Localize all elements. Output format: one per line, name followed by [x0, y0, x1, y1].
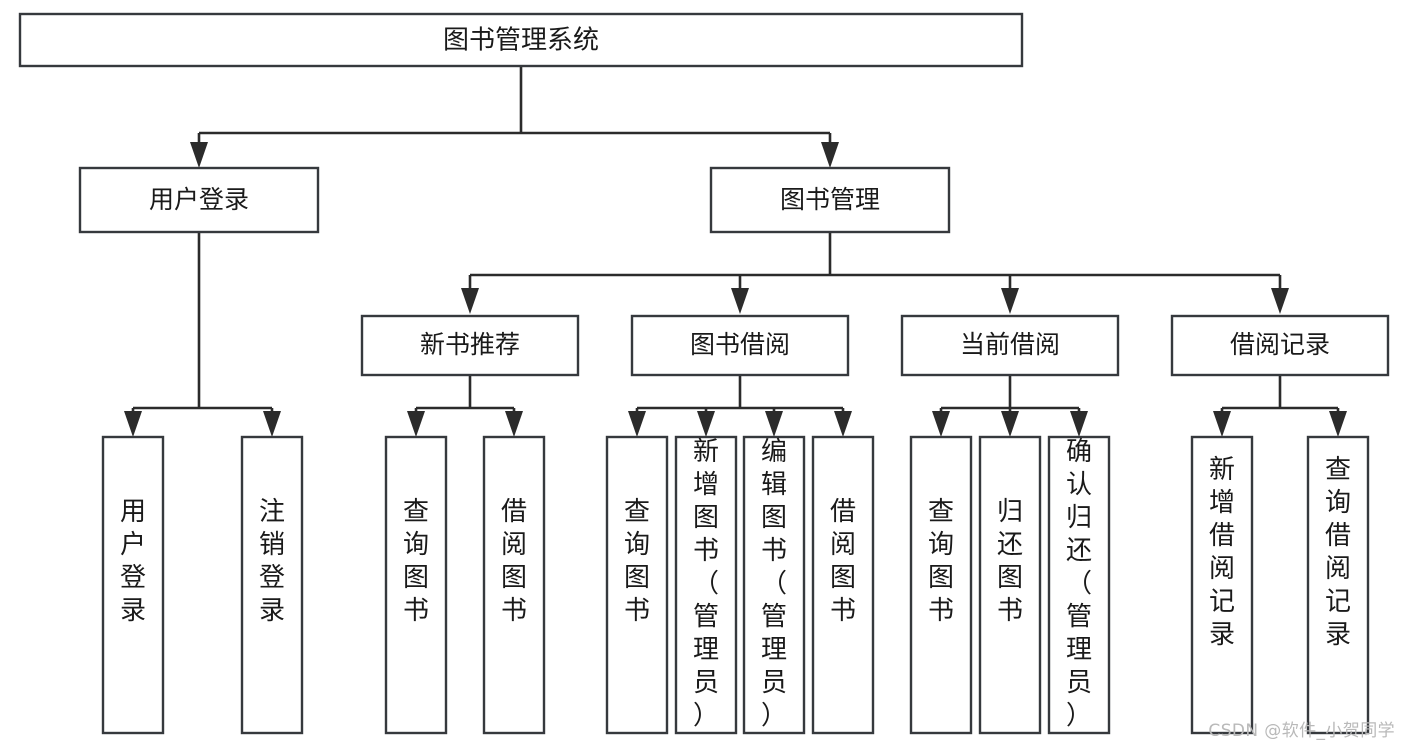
leaf-node[interactable]: 查询借阅记录 — [1306, 435, 1370, 735]
arrow-icon — [1329, 411, 1347, 437]
leaf-node[interactable]: 借阅图书 — [811, 435, 875, 735]
leaf-label: 归还图书 — [997, 497, 1023, 626]
leaf-box[interactable] — [1047, 435, 1111, 735]
arrow-icon — [1001, 411, 1019, 437]
leaf-box[interactable] — [482, 435, 546, 735]
edges-user-login-to-leaves — [124, 232, 281, 437]
leaf-box[interactable] — [909, 435, 973, 735]
leaf-label: 查询图书 — [403, 497, 429, 626]
arrow-icon — [1271, 288, 1289, 314]
node-new-book-recommend-box[interactable] — [360, 314, 580, 377]
arrow-icon — [1213, 411, 1231, 437]
leaf-node[interactable]: 确认归还（管理员） — [1047, 435, 1111, 735]
leaf-box[interactable] — [1190, 435, 1254, 735]
edges-book-borrow-to-leaves — [628, 375, 852, 437]
node-user-login-box[interactable] — [78, 166, 320, 234]
arrow-icon — [834, 411, 852, 437]
node-borrow-record-box[interactable] — [1170, 314, 1390, 377]
node-new-book-recommend[interactable]: 新书推荐 — [360, 314, 580, 377]
edges-book-manage-to-level3 — [461, 232, 1289, 314]
leaf-label: 借阅图书 — [830, 497, 856, 626]
node-user-login[interactable]: 用户登录 — [78, 166, 320, 234]
node-user-login-label: 用户登录 — [149, 185, 249, 214]
node-book-borrow-label: 图书借阅 — [690, 330, 790, 359]
leaf-label: 查询图书 — [928, 497, 954, 626]
edges-current-borrow-to-leaves — [932, 375, 1088, 437]
arrow-icon — [697, 411, 715, 437]
arrow-icon — [190, 142, 208, 168]
leaf-label: 查询借阅记录 — [1325, 455, 1351, 650]
arrow-icon — [461, 288, 479, 314]
leaf-node[interactable]: 查询图书 — [909, 435, 973, 735]
leaf-box[interactable] — [978, 435, 1042, 735]
node-book-borrow-box[interactable] — [630, 314, 850, 377]
leaf-label: 用户登录 — [120, 497, 146, 626]
node-root-box[interactable] — [18, 12, 1024, 68]
leaf-box[interactable] — [674, 435, 738, 735]
leaf-node[interactable]: 归还图书 — [978, 435, 1042, 735]
leaf-label: 确认归还（管理员） — [1066, 437, 1092, 731]
leaf-node[interactable]: 借阅图书 — [482, 435, 546, 735]
leaf-box[interactable] — [384, 435, 448, 735]
leaf-node[interactable]: 编辑图书（管理员） — [742, 435, 806, 735]
arrow-icon — [1070, 411, 1088, 437]
edges-borrow-record-to-leaves — [1213, 375, 1347, 437]
leaf-label: 新增图书（管理员） — [693, 437, 719, 731]
leaf-label: 借阅图书 — [501, 497, 527, 626]
leaf-label: 注销登录 — [259, 497, 285, 626]
csdn-watermark: CSDN @软件_小贺同学 — [1208, 721, 1395, 741]
node-book-borrow[interactable]: 图书借阅 — [630, 314, 850, 377]
arrow-icon — [932, 411, 950, 437]
arrow-icon — [765, 411, 783, 437]
node-current-borrow-box[interactable] — [900, 314, 1120, 377]
leaf-node[interactable]: 新增图书（管理员） — [674, 435, 738, 735]
node-root[interactable]: 图书管理系统 — [18, 12, 1024, 68]
leaf-box[interactable] — [742, 435, 806, 735]
arrow-icon — [505, 411, 523, 437]
leaf-label: 编辑图书（管理员） — [761, 437, 787, 731]
node-borrow-record[interactable]: 借阅记录 — [1170, 314, 1390, 377]
leaf-node[interactable]: 查询图书 — [384, 435, 448, 735]
edges-new-book-to-leaves — [407, 375, 523, 437]
leaf-box[interactable] — [811, 435, 875, 735]
leaf-node[interactable]: 查询图书 — [605, 435, 669, 735]
leaf-node[interactable]: 注销登录 — [240, 435, 304, 735]
node-new-book-recommend-label: 新书推荐 — [420, 330, 520, 359]
node-book-manage-label: 图书管理 — [780, 185, 880, 214]
leaf-node[interactable]: 用户登录 — [101, 435, 165, 735]
leaf-box[interactable] — [101, 435, 165, 735]
node-borrow-record-label: 借阅记录 — [1230, 330, 1330, 359]
node-book-manage-box[interactable] — [709, 166, 951, 234]
node-root-label: 图书管理系统 — [443, 26, 599, 56]
arrow-icon — [263, 411, 281, 437]
arrow-icon — [124, 411, 142, 437]
arrow-icon — [1001, 288, 1019, 314]
leaf-box[interactable] — [240, 435, 304, 735]
arrow-icon — [731, 288, 749, 314]
leaf-label: 查询图书 — [624, 497, 650, 626]
leaf-box[interactable] — [1306, 435, 1370, 735]
arrow-icon — [628, 411, 646, 437]
leaf-label: 新增借阅记录 — [1209, 455, 1235, 650]
leaf-node[interactable]: 新增借阅记录 — [1190, 435, 1254, 735]
arrow-icon — [407, 411, 425, 437]
edges-root-to-level2 — [190, 66, 839, 168]
arrow-icon — [821, 142, 839, 168]
node-current-borrow-label: 当前借阅 — [960, 330, 1060, 359]
node-book-manage[interactable]: 图书管理 — [709, 166, 951, 234]
leaf-box[interactable] — [605, 435, 669, 735]
node-current-borrow[interactable]: 当前借阅 — [900, 314, 1120, 377]
